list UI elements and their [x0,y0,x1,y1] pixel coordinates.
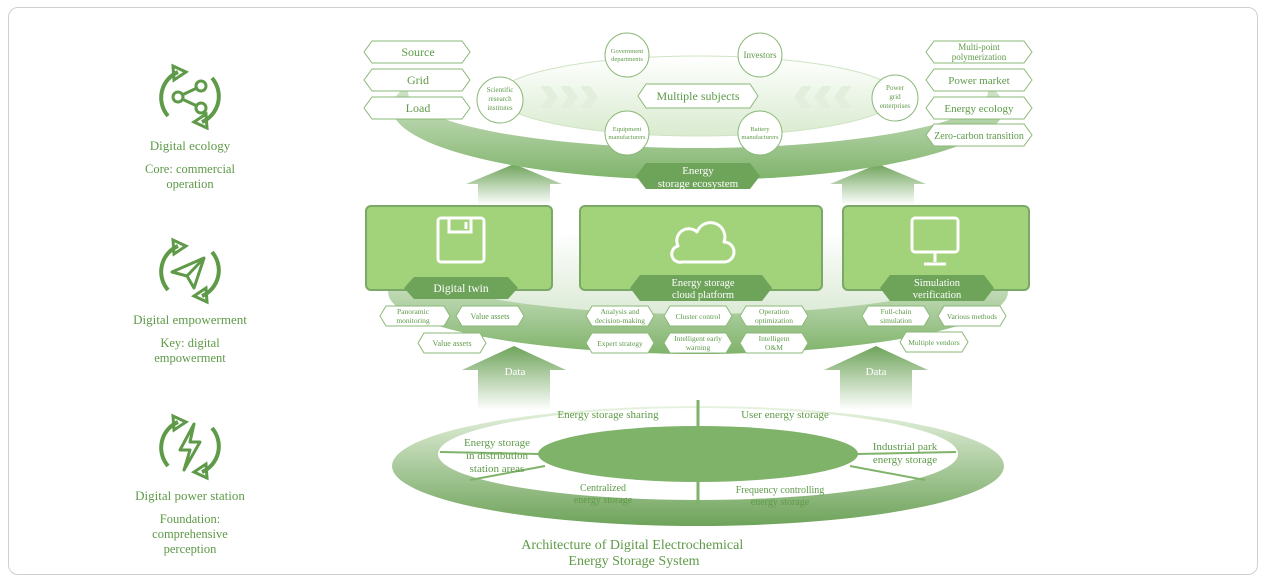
share-cycle-icon [159,63,221,131]
chevrons-left [540,86,598,108]
diagram-frame [8,7,1258,575]
digital-twin-box: Digital twin [365,205,553,299]
tag-load: Load [406,101,431,115]
up-arrow-right [830,164,926,205]
digital-empowerment-title: Digital empowerment [133,312,247,327]
tag-grid: Grid [407,73,429,87]
digital-ecology-subtitle: Core: commercial operation [145,162,235,191]
digital-ecology-block: Digital ecology Core: commercial operati… [100,62,280,192]
ecosystem-left-tags: Source Grid Load [363,40,471,120]
up-arrow-left [466,164,562,205]
digital-ecology-title: Digital ecology [149,138,231,153]
digital-power-station-subtitle: Foundation: comprehensive perception [152,512,228,556]
multiple-subjects-label: Multiple subjects [657,89,740,103]
paper-plane-cycle-icon [159,237,221,305]
multiple-subjects-tag [637,83,759,109]
diagram-caption: Architecture of Digital Electrochemical … [521,538,746,569]
tag-zero-carbon: Zero-carbon transition [934,131,1024,142]
tag-multiple-vendors: Multiple vendors [908,338,960,347]
digital-power-station-title: Digital power station [135,488,245,503]
digital-twin-label: Digital twin [433,283,489,295]
data-arrow-left [462,346,566,410]
tag-value-assets-2: Value assets [433,339,472,348]
tag-energy-ecology: Energy ecology [944,103,1014,115]
subject-investors: Investors [744,50,777,60]
tag-cluster-control: Cluster control [676,312,721,321]
floppy-disk-icon [436,216,486,264]
ecosystem-banner [636,163,760,189]
segment-sharing: Energy storage sharing [557,409,659,421]
monitor-icon [910,216,960,266]
tag-value-assets-1: Value assets [471,312,510,321]
tag-expert-strategy: Expert strategy [597,339,643,348]
chevrons-right [794,86,852,108]
data-label-right: Data [866,366,887,378]
station-ring [392,400,1004,526]
data-label-left: Data [505,366,526,378]
segment-user: User energy storage [741,409,829,421]
digital-power-station-block: Digital power station Foundation: compre… [100,412,280,557]
digital-empowerment-subtitle: Key: digital empowerment [154,336,226,365]
data-arrow-right [824,346,928,410]
tag-source: Source [401,45,434,59]
digital-empowerment-block: Digital empowerment Key: digital empower… [100,236,280,366]
tag-various-methods: Various methods [947,312,997,321]
cloud-icon [670,221,736,264]
tag-power-market: Power market [948,75,1009,87]
lightning-cycle-icon [159,413,221,481]
